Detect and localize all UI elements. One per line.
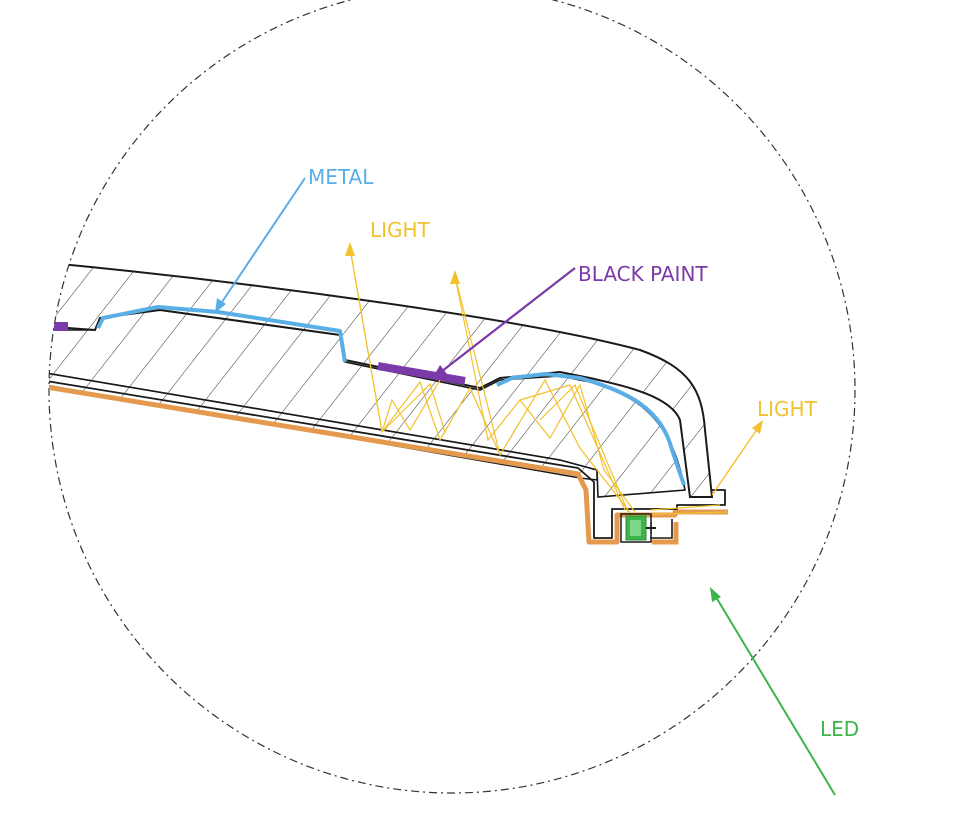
metal-leader-arrow bbox=[215, 298, 226, 313]
black-paint-label: BLACK PAINT bbox=[578, 262, 708, 286]
light-label-top: LIGHT bbox=[370, 218, 431, 242]
base-paint-layer bbox=[49, 383, 728, 545]
black-paint-edge-marker bbox=[49, 322, 68, 331]
base-inner-outline bbox=[652, 522, 679, 545]
black-paint-leader bbox=[436, 267, 576, 376]
light-arrow-1 bbox=[345, 242, 355, 256]
metal-layer-left bbox=[96, 305, 347, 363]
led-label: LED bbox=[820, 717, 859, 741]
light-rays bbox=[349, 247, 728, 516]
led-leader bbox=[712, 591, 836, 796]
metal-leader bbox=[217, 177, 306, 309]
metal-label: METAL bbox=[308, 165, 374, 189]
led-chip-highlight bbox=[630, 520, 641, 536]
black-paint-leader-arrow bbox=[432, 365, 447, 379]
light-label-right: LIGHT bbox=[757, 397, 818, 421]
light-arrow-2 bbox=[450, 270, 460, 284]
led-leader-arrow bbox=[710, 587, 721, 602]
black-paint-bar bbox=[377, 362, 466, 385]
metal-layer-right bbox=[496, 372, 686, 486]
light-ray-right bbox=[711, 424, 761, 496]
base-outline bbox=[49, 379, 726, 539]
base-inner-outline-black bbox=[650, 519, 673, 539]
light-arrow-right bbox=[752, 420, 763, 434]
outer-shell bbox=[49, 260, 714, 498]
